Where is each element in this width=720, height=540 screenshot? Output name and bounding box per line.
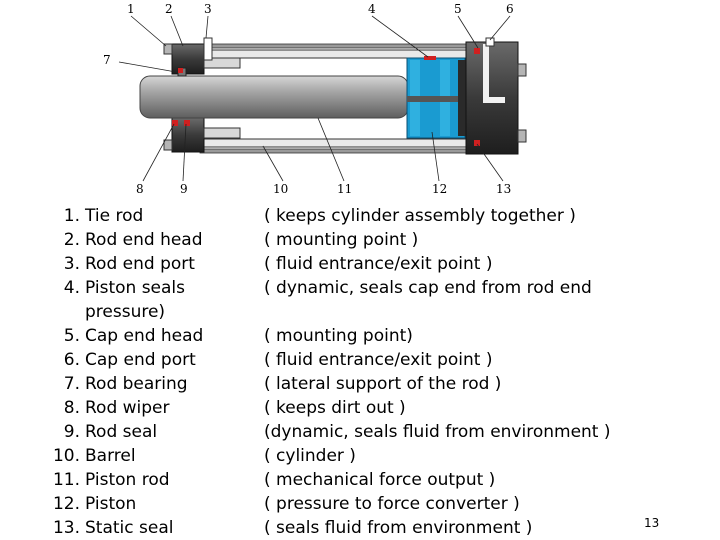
part-name: Barrel — [85, 446, 136, 466]
part-description: ( keeps cylinder assembly together ) — [264, 206, 576, 226]
callout-8: 8 — [136, 182, 144, 196]
part-description: ( seals fluid from environment ) — [264, 518, 533, 538]
part-description: ( mounting point ) — [264, 230, 419, 250]
part-name: Cap end port — [85, 350, 196, 370]
callout-10: 10 — [273, 182, 288, 196]
part-description: ( fluid entrance/exit point ) — [264, 350, 493, 370]
part-number: 11. — [52, 470, 80, 490]
part-name: Static seal — [85, 518, 174, 538]
part-number: 12. — [52, 494, 80, 514]
part-description: ( fluid entrance/exit point ) — [264, 254, 493, 274]
part-number: 13. — [52, 518, 80, 538]
part-number: 4. — [63, 278, 80, 298]
tie-rod-bottom — [199, 148, 501, 154]
part-name: Rod end head — [85, 230, 203, 250]
rod-seal-top — [178, 68, 183, 73]
static-seal — [474, 140, 480, 146]
part-number: 5. — [63, 326, 80, 346]
part-name: Cap end head — [85, 326, 204, 346]
tie-rod-nut-right-top — [517, 63, 527, 77]
tie-rod-top — [199, 43, 501, 49]
slide-number: 13 — [644, 516, 660, 530]
part-number: 8. — [63, 398, 80, 418]
callout-7: 7 — [103, 53, 111, 67]
rod-wiper — [172, 120, 178, 126]
part-name: Rod bearing — [85, 374, 188, 394]
static-seal-top — [474, 48, 480, 54]
part-number: 2. — [63, 230, 80, 250]
cap-end-port — [485, 37, 495, 47]
part-name: Rod end port — [85, 254, 195, 274]
part-description: (dynamic, seals fluid from environment ) — [264, 422, 611, 442]
callout-9: 9 — [180, 182, 188, 196]
piston — [406, 57, 466, 139]
part-description: ( dynamic, seals cap end from rod end — [264, 278, 592, 298]
part-description: ( mechanical force output ) — [264, 470, 496, 490]
part-description: ( mounting point) — [264, 326, 413, 346]
part-name: Piston — [85, 494, 137, 514]
callout-3: 3 — [204, 2, 212, 16]
hydraulic-cylinder-diagram: 1 2 3 4 5 6 7 8 9 10 11 12 13 — [103, 2, 527, 196]
tie-rod-nut-left-bottom — [163, 139, 173, 151]
rod-seal — [184, 120, 190, 126]
tie-rod-nut-left-top — [163, 43, 173, 55]
part-name: Piston seals — [85, 278, 186, 298]
part-number: 10. — [52, 446, 80, 466]
part-description: ( keeps dirt out ) — [264, 398, 406, 418]
callout-2: 2 — [165, 2, 173, 16]
barrel-top-wall — [199, 49, 486, 59]
barrel-bottom-wall — [199, 138, 486, 148]
callout-5: 5 — [454, 2, 462, 16]
piston-rod — [139, 75, 409, 119]
part-name: Rod wiper — [85, 398, 170, 418]
callout-11: 11 — [337, 182, 352, 196]
part-description: ( lateral support of the rod ) — [264, 374, 502, 394]
part-name: pressure) — [85, 302, 166, 322]
part-number: 7. — [63, 374, 80, 394]
rod-end-port — [203, 37, 213, 61]
piston-seals — [424, 56, 436, 60]
callout-6: 6 — [506, 2, 514, 16]
callout-12: 12 — [432, 182, 447, 196]
part-name: Rod seal — [85, 422, 158, 442]
part-description: ( pressure to force converter ) — [264, 494, 520, 514]
callout-13: 13 — [496, 182, 511, 196]
callout-4: 4 — [368, 2, 376, 16]
cap-end-head — [465, 41, 519, 155]
part-number: 9. — [63, 422, 80, 442]
callout-1: 1 — [127, 2, 135, 16]
part-number: 6. — [63, 350, 80, 370]
part-number: 1. — [63, 206, 80, 226]
part-name: Tie rod — [85, 206, 144, 226]
part-description: ( cylinder ) — [264, 446, 356, 466]
part-number: 3. — [63, 254, 80, 274]
part-name: Piston rod — [85, 470, 170, 490]
tie-rod-nut-right-bottom — [517, 129, 527, 143]
